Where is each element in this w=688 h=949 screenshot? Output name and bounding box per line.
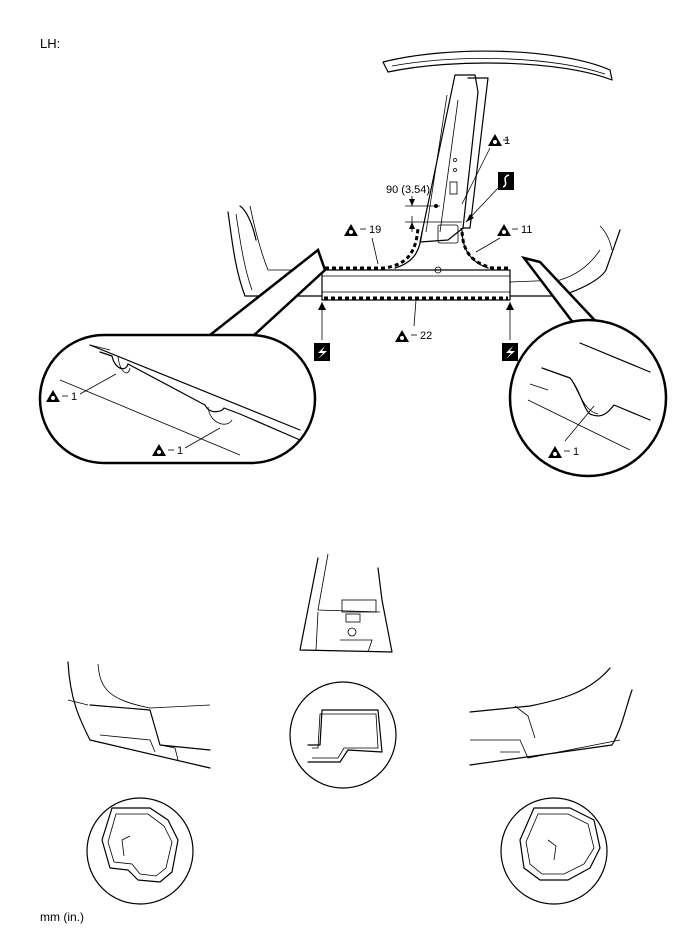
rocker-panel [321,269,511,301]
bottom-center-bubble [289,681,397,789]
roof-rail [382,50,613,81]
left-detail-bubble [38,247,327,465]
cut-symbol-icon [498,172,514,190]
callout-detail-right: 1 [573,446,579,458]
mig-weld-symbol-icon [502,343,518,361]
spot-weld-symbol-icon [395,330,409,342]
dimension-text: 90 (3.54) [386,184,430,196]
spot-weld-symbol-icon [152,444,166,456]
spot-weld-symbol-icon [488,134,502,146]
spot-weld-symbol-icon [46,390,60,402]
left-door-opening [227,205,323,297]
right-detail-bubble [508,255,668,478]
side-label: LH: [40,36,61,51]
spot-weld-symbol-icon [548,446,562,458]
units-note: mm (in.) [40,910,84,924]
mig-weld-symbol-icon [314,343,330,361]
bottom-right-rocker [469,667,633,766]
callout-19: 19 [369,224,381,236]
bottom-center-pillar [299,553,393,653]
bottom-left-rocker [67,661,211,769]
callout-11: 11 [521,224,532,236]
center-pillar [419,74,489,274]
bottom-left-bubble [86,797,194,905]
spot-weld-symbol-icon [344,224,358,236]
dimension-marker [405,196,462,232]
bottom-right-bubble [500,797,608,905]
callout-detail-left-a: 1 [71,391,77,403]
pillar-base [325,227,508,270]
callout-22: 22 [420,330,432,342]
pillar-hole [449,181,458,195]
callout-top-right: 1 [504,135,510,147]
callout-detail-left-b: 1 [177,445,183,457]
spot-weld-symbol-icon [497,224,511,236]
